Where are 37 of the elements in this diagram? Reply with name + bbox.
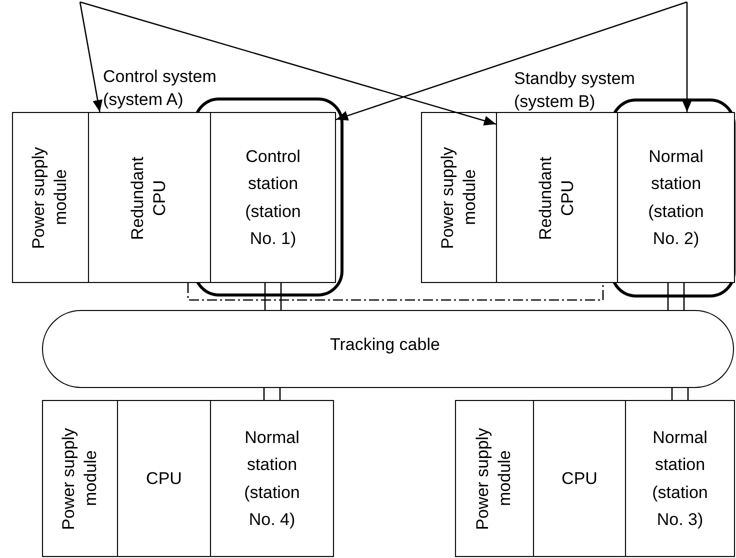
module-box <box>421 112 497 283</box>
module-box <box>533 400 626 557</box>
system-label: Control system (system A) <box>103 66 218 111</box>
module-box <box>88 112 211 283</box>
module-box <box>455 400 534 557</box>
module-label: Normal station (station No. 2) <box>647 146 705 250</box>
module-label: Power supply module <box>58 426 101 532</box>
network-loop <box>42 310 734 388</box>
module-box <box>117 400 211 557</box>
connection-line <box>264 282 282 311</box>
module-box <box>210 112 336 283</box>
module-label: Power supply module <box>472 426 516 532</box>
module-label: CPU <box>146 468 182 490</box>
module-box <box>617 112 735 283</box>
system-label: Standby system (system B) <box>514 68 636 113</box>
cable-line <box>187 283 604 301</box>
connection-line <box>667 282 685 311</box>
module-box <box>12 112 89 283</box>
module-label: Redundant CPU <box>534 154 578 242</box>
arrow <box>336 1 688 120</box>
connection-line <box>671 387 689 401</box>
arrow <box>80 1 496 126</box>
module-label: CPU <box>562 468 598 490</box>
module-label: Power supply module <box>436 145 480 251</box>
arrow <box>682 2 692 112</box>
module-label: Control station (station No. 1) <box>244 146 302 250</box>
module-label: Normal station (station No. 4) <box>243 427 301 531</box>
module-box <box>210 400 334 557</box>
module-label: Power supply module <box>28 145 72 251</box>
cable-label: Tracking cable <box>330 334 440 356</box>
module-label: Redundant CPU <box>127 154 170 242</box>
connection-line <box>263 387 281 401</box>
arrow <box>79 2 103 112</box>
module-box <box>625 400 735 557</box>
module-label: Normal station (station No. 3) <box>651 427 709 531</box>
module-box <box>496 112 618 283</box>
module-box <box>42 400 118 557</box>
